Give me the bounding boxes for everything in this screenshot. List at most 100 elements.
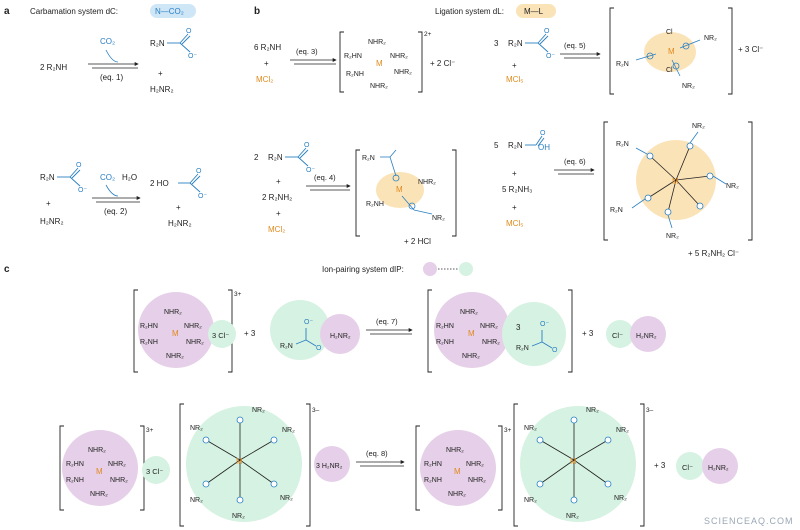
eq5-coef: 3: [494, 39, 499, 48]
eq8-prod-anion-ligands: [536, 416, 612, 504]
eq7-cation-bubble: [138, 292, 214, 368]
eq8-counter: 3 Cl⁻: [146, 467, 163, 476]
eq8-amine-right2: NHR₂: [110, 477, 128, 484]
eq4-metal-center: M: [396, 185, 403, 194]
eq7-byproduct-anion-bubble: [606, 320, 634, 348]
eq8-prod-metal: M: [454, 467, 461, 476]
eq8-charge: 3+: [146, 427, 154, 434]
eq5-nr2-bottom: NR₂: [682, 83, 695, 90]
eq5-label: (eq. 5): [564, 41, 586, 50]
svg-text:O⁻: O⁻: [198, 193, 207, 200]
watermark: SCIENCEAQ.COM: [704, 516, 794, 526]
panel-a-legend-label: Carbamation system dC:: [30, 7, 118, 16]
eq2-reactant-n: R₂N: [40, 173, 55, 182]
eq6-r2n-b: R₂N: [616, 141, 629, 148]
eq6-plus1: +: [512, 169, 517, 178]
eq8-cation: 3 H₂NR₂: [316, 463, 343, 470]
carbamation-badge: [150, 4, 196, 18]
eq6-bracket-left: [603, 121, 608, 241]
eq4-plus2: +: [276, 209, 281, 218]
svg-text:O: O: [186, 28, 192, 35]
eq8-amine-left2: R₂NH: [66, 477, 84, 484]
eq7-prod-amine-left2: R₂NH: [436, 339, 454, 346]
eq8-nr2-4: NR₂: [190, 497, 203, 504]
eq8-prod-amine-bottom: NHR₂: [448, 491, 466, 498]
eq7-charge: 3+: [234, 291, 242, 298]
eq3-reactant: 6 R₂NH: [254, 43, 281, 52]
eq8-nr2-6: NR₂: [232, 513, 245, 520]
eq4-complex-ligands: [380, 149, 433, 215]
eq3-metal-salt: MCl₂: [256, 75, 273, 84]
eq6-r2n-d: R₂N: [610, 207, 623, 214]
eq7-product-cation-bubble: [434, 292, 510, 368]
panel-c-letter: c: [4, 264, 10, 275]
eq6-bracket-right: [748, 121, 753, 241]
eq7-prod-amine-right2: NHR₂: [482, 339, 500, 346]
eq8-prod-nr2-4: NR₂: [524, 497, 537, 504]
eq5-carbamate-group: O O⁻: [525, 28, 555, 60]
eq2-carbamate-group: O O⁻: [57, 162, 87, 194]
eq4-plus1: +: [276, 177, 281, 186]
eq6-plus2: +: [512, 203, 517, 212]
eq7-chloride-bubble: [208, 320, 236, 348]
eq4-bracket-right: [452, 149, 457, 237]
eq6-carbamic-acid-group: O: [525, 130, 546, 147]
eq8-amine-top: NHR₂: [88, 447, 106, 454]
eq8-amine-right: NHR₂: [108, 461, 126, 468]
svg-text:O: O: [76, 162, 82, 169]
carbamation-badge-text: N—CO₂: [155, 7, 184, 16]
eq8-bracket-left: [59, 425, 64, 511]
eq6-nr2-a: NR₂: [692, 123, 705, 130]
eq8-prod-nr2-3: NR₂: [616, 427, 629, 434]
eq5-bracket-left: [609, 7, 614, 95]
eq8-prod-amine-top: NHR₂: [446, 447, 464, 454]
eq7-n: R₂N: [280, 343, 293, 350]
eq7-carbamate-group: O⁻ O: [295, 319, 322, 352]
eq8-ammonium-bubble: [314, 446, 350, 482]
eq8-anion-charge: 3–: [312, 407, 320, 414]
eq7-amine-right: NHR₂: [184, 323, 202, 330]
eq8-amine-left: R₂HN: [66, 461, 84, 468]
eq7-prod-n: R₂N: [516, 345, 529, 352]
eq8-prod-bracket-right: [498, 425, 503, 511]
eq8-anion-bracket-right: [306, 403, 311, 527]
eq8-label: (eq. 8): [366, 449, 388, 458]
eq8-anion-bracket-left: [179, 403, 184, 527]
panel-b-legend-label: Ligation system dL:: [435, 7, 504, 16]
eq4-byproduct: + 2 HCl: [404, 237, 431, 246]
eq2-product: 2 HO: [150, 179, 169, 188]
eq5-r2n-left: R₂N: [616, 61, 629, 68]
eq2-cation: H₂NR₂: [40, 217, 64, 226]
eq7-prod-carbamate-group: O⁻ O: [531, 321, 558, 354]
svg-text:O⁻: O⁻: [540, 321, 549, 328]
eq8-nr2-3: NR₂: [282, 427, 295, 434]
eq7-amine-left: R₂HN: [140, 323, 158, 330]
eq8-byproduct-cation: H₂NR₂: [708, 465, 729, 472]
eq6-oh: OH: [538, 143, 550, 152]
svg-text:O: O: [196, 168, 202, 175]
eq7-amine-left2: R₂NH: [140, 339, 158, 346]
eq2-label: (eq. 2): [104, 207, 127, 216]
eq8-metal-center: M: [96, 467, 103, 476]
eq3-plus: +: [264, 59, 269, 68]
eq3-ligand-top: NHR₂: [368, 39, 386, 46]
eq7-counter: 3 Cl⁻: [212, 331, 229, 340]
eq2-bicarbonate-group: O O⁻: [178, 168, 207, 200]
eq7-ammonium-bubble: [320, 314, 360, 354]
svg-text:O⁻: O⁻: [306, 167, 315, 174]
eq5-bracket-right: [728, 7, 733, 95]
eq4-metal-bubble: [376, 172, 424, 208]
eq8-prod-amine-right: NHR₂: [466, 461, 484, 468]
eq3-ligand-left: R₂HN: [344, 53, 362, 60]
eq3-metal-center: M: [376, 59, 383, 68]
svg-text:O⁻: O⁻: [188, 53, 197, 60]
eq3-ligand-left2: R₂NH: [346, 71, 364, 78]
svg-text:O⁻: O⁻: [546, 53, 555, 60]
eq5-cl-bottom: Cl: [666, 67, 673, 74]
eq4-coef: 2: [254, 153, 259, 162]
eq7-prod-metal: M: [468, 329, 475, 338]
eq6-metal-center: M: [672, 177, 679, 186]
eq7-metal-center: M: [172, 329, 179, 338]
eq4-complex-nhr2: NHR₂: [418, 179, 436, 186]
